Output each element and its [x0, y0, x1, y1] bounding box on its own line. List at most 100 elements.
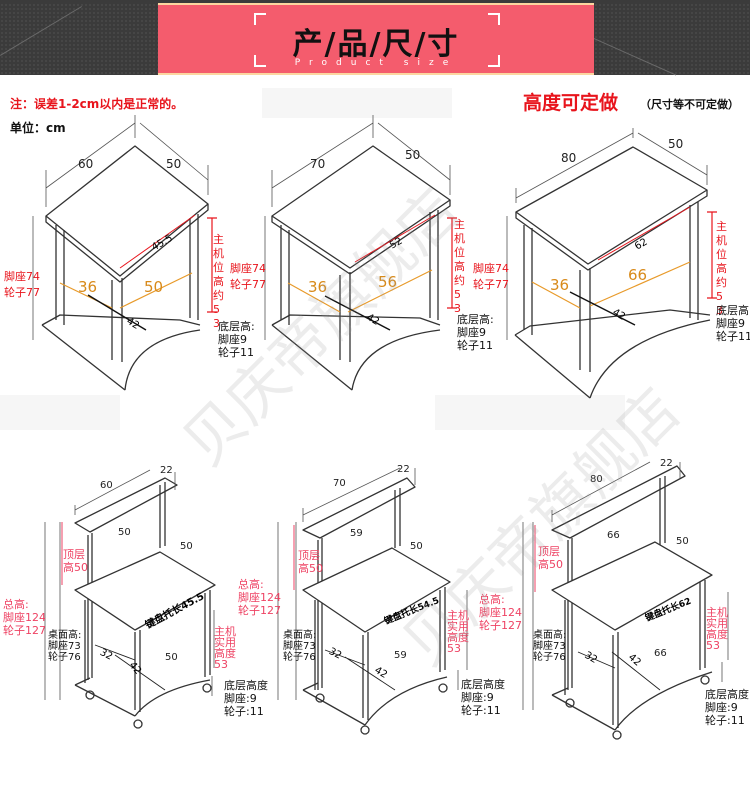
caster-wheel	[565, 698, 575, 708]
top-shelf-height-label: 顶层高50	[298, 549, 323, 575]
page-subtitle: Product size	[294, 58, 458, 68]
faded-block	[0, 395, 120, 430]
diagonal-dimension	[324, 295, 391, 331]
shelf-depth-dimension: 22	[397, 464, 410, 475]
desk-height-wheel: 轮子76	[533, 652, 566, 663]
bracket-bottom-left	[254, 55, 266, 67]
diagonal-dimension	[87, 294, 147, 331]
dimension-lines	[271, 115, 451, 207]
host-height-label: 主机位高约53	[716, 220, 727, 317]
desktop-surface	[515, 146, 708, 265]
cart-drawing-60	[44, 469, 216, 729]
total-height-foot: 脚座124	[479, 606, 522, 619]
caster-wheel	[315, 693, 325, 703]
desk-height-wheel: 轮子76	[283, 652, 316, 663]
host-height-line	[707, 211, 717, 299]
dimension-lines	[302, 467, 416, 522]
top-shelf-height-label: 顶层高50	[538, 545, 563, 571]
host-height-value: 53	[447, 642, 461, 655]
shelf-posts	[317, 488, 401, 690]
height-label-wheel: 轮子77	[473, 278, 509, 291]
host-height-line-1: 主机	[706, 606, 728, 619]
depth-arrows	[324, 649, 396, 691]
height-label-foot: 脚座74	[4, 270, 40, 283]
host-height-line	[721, 592, 729, 682]
host-height-line	[211, 610, 215, 696]
depth-arrows	[94, 644, 166, 691]
tray-dimension	[119, 214, 196, 269]
desktop-edge	[515, 190, 708, 271]
bottom-height-title: 底层高	[716, 304, 749, 317]
host-height-label: 主机位高约53	[454, 218, 465, 315]
host-height-line-3: 高度	[706, 628, 728, 641]
desk-height-foot: 脚座73	[533, 641, 566, 652]
shelf-depth-dimension: 22	[660, 458, 673, 469]
shelf-width-dimension: 60	[100, 480, 113, 491]
page-title: 产/品/尺/寸	[292, 27, 460, 62]
bottom-height-wheel: 轮子:11	[461, 704, 501, 717]
total-height-title: 总高:	[238, 578, 264, 591]
banner-title-panel: 产/品/尺/寸 Product size	[158, 3, 594, 75]
total-height-foot: 脚座124	[238, 591, 281, 604]
bottom-shelf	[41, 314, 201, 391]
bottom-shelf	[74, 677, 211, 717]
depth-dimension: 50	[668, 137, 684, 151]
custom-height-heading: 高度可定做	[523, 92, 619, 114]
shelf-inner-dimension: 66	[607, 530, 620, 541]
host-height-line-2: 实用	[214, 636, 236, 649]
top-shelf	[302, 477, 416, 539]
host-height-label: 主机位高约53	[213, 233, 224, 330]
host-height-line	[447, 217, 457, 309]
desk-height-wheel: 轮子76	[48, 652, 81, 663]
total-height-foot: 脚座124	[3, 611, 46, 624]
diagonal-dimension	[569, 291, 636, 326]
bracket-top-left	[254, 13, 266, 25]
inner-right-dimension: 50	[165, 652, 178, 663]
depth-dimension: 50	[166, 157, 182, 171]
bottom-height-title: 底层高:	[218, 320, 255, 333]
depth-dimension: 50	[405, 148, 421, 162]
bottom-height-foot: 脚座9	[218, 333, 247, 346]
desk-depth-dimension: 50	[180, 541, 193, 552]
bottom-shelf	[271, 314, 441, 391]
bracket-top-right	[488, 13, 500, 25]
inner-right-dimension: 56	[378, 273, 398, 291]
top-shelf	[551, 465, 686, 539]
top-shelf-height-title: 顶层	[538, 545, 560, 558]
host-height-line-3: 高度	[214, 647, 236, 660]
shelf-width-dimension: 80	[590, 474, 603, 485]
inner-right-dimension: 66	[628, 266, 648, 284]
desktop-surface	[551, 541, 713, 631]
top-shelf-height-value: 高50	[63, 561, 88, 574]
shelf-inner-dimension: 59	[350, 528, 363, 539]
host-height-line-1: 主机	[447, 609, 469, 622]
inner-right-dimension: 50	[144, 278, 164, 296]
caster-wheel	[612, 730, 622, 740]
height-lines	[522, 522, 534, 710]
banner-pattern-right	[594, 3, 750, 75]
faded-block	[262, 88, 452, 118]
dimension-lines	[74, 469, 176, 515]
header-banner: 产/品/尺/寸 Product size	[0, 0, 750, 76]
bottom-height-wheel: 轮子:11	[224, 705, 264, 718]
top-shelf-height-value: 高50	[298, 562, 323, 575]
inner-width-lines	[287, 269, 433, 313]
height-label-wheel: 轮子77	[4, 286, 40, 299]
desktop-surface	[271, 145, 451, 269]
bottom-height-wheel: 轮子:11	[705, 714, 745, 727]
desk-depth-dimension: 50	[410, 541, 423, 552]
desk-legs	[314, 587, 446, 720]
bottom-height-foot: 脚座:9	[224, 692, 257, 705]
caster-wheel	[133, 719, 143, 729]
bottom-shelf	[514, 309, 711, 399]
desktop-surface	[302, 547, 451, 633]
height-label-foot: 脚座74	[473, 262, 509, 275]
